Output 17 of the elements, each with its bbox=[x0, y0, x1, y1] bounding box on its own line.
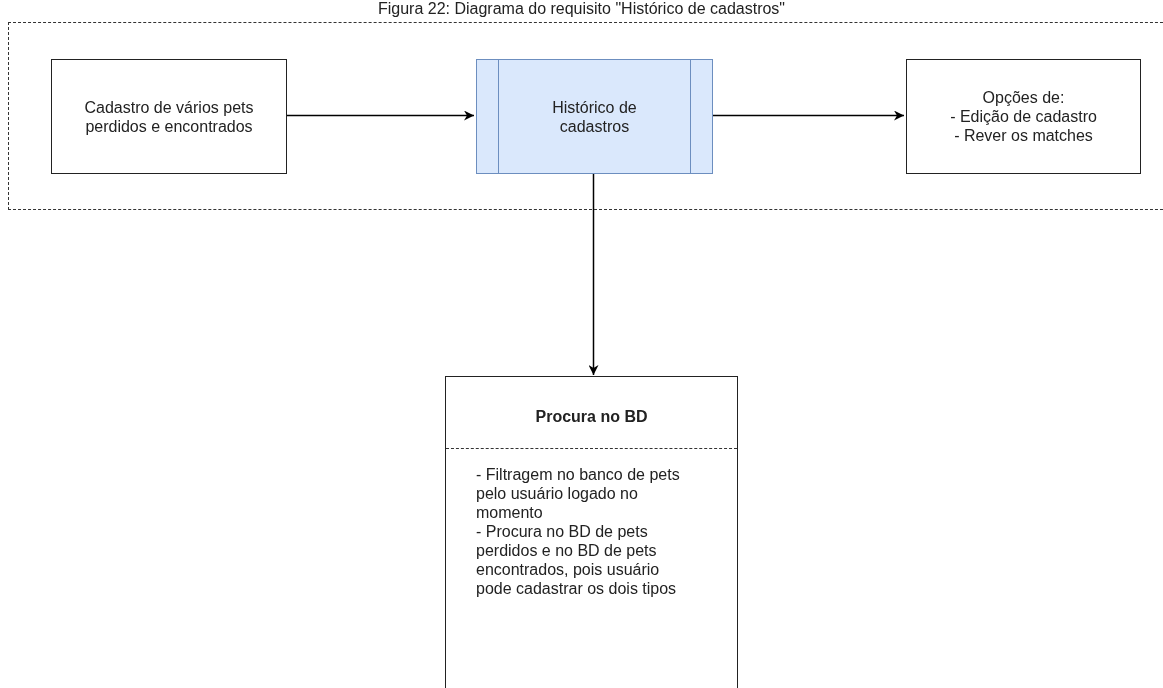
box-text: - Filtragem no banco de pets pelo usuário logado no momento bbox=[475, 465, 681, 522]
box-text: Cadastro de vários pets perdidos e encontrados bbox=[83, 97, 255, 136]
process-box bbox=[906, 59, 1141, 174]
box-text: - Rever os matches bbox=[953, 126, 1094, 145]
process-box bbox=[51, 59, 287, 174]
arrow bbox=[588, 172, 599, 376]
section-box bbox=[445, 376, 738, 688]
arrow bbox=[285, 110, 475, 121]
subprocess-box bbox=[476, 59, 713, 174]
figure-title: Figura 22: Diagrama do requisito "Histórico de cadastros" bbox=[376, 0, 787, 18]
box-heading: Procura no BD bbox=[534, 407, 649, 427]
arrow bbox=[711, 110, 905, 121]
box-text: - Procura no BD de pets perdidos e no BD de pets encontrados, pois usuário pode cadastrar os dois tipos bbox=[475, 522, 678, 598]
box-text: - Edição de cadastro bbox=[949, 107, 1098, 126]
box-text: Histórico de cadastros bbox=[551, 97, 638, 136]
box-text: Opções de: bbox=[981, 88, 1066, 107]
dashed-boundary bbox=[8, 22, 1163, 210]
